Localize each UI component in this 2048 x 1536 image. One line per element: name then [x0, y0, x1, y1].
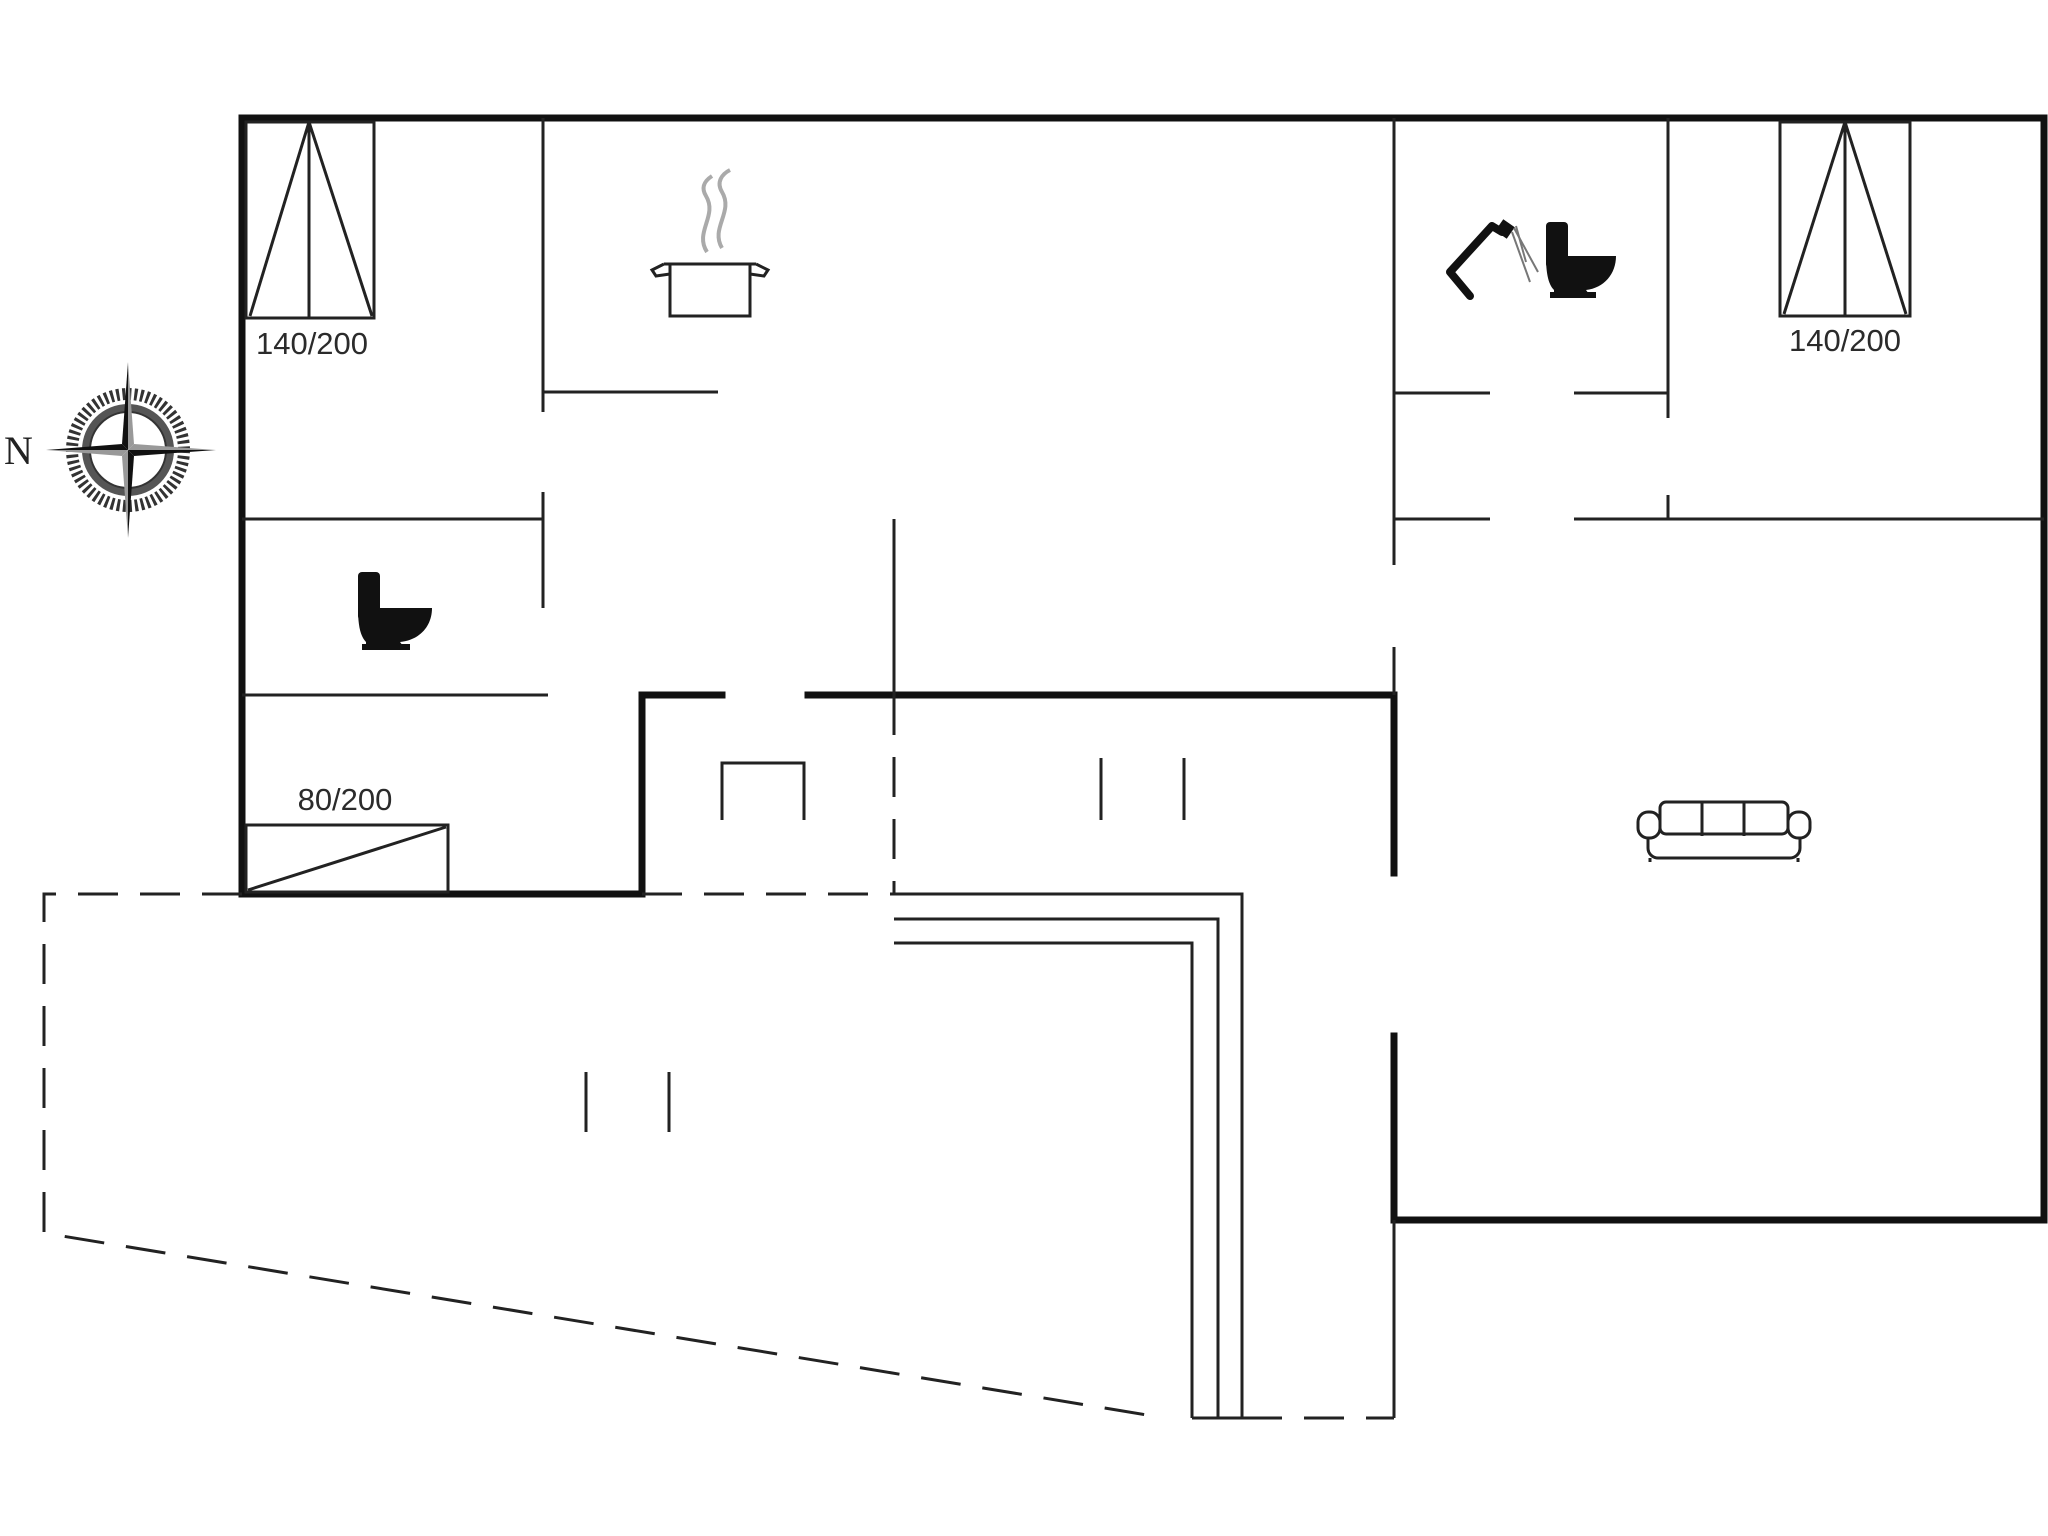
bed-size-label-single: 80/200: [298, 782, 393, 817]
door-stubs: [584, 758, 1186, 1132]
compass-rose: [46, 362, 216, 538]
single-bed: [244, 823, 450, 894]
double-bed-left: [244, 120, 376, 320]
terrace-outline: [42, 695, 1394, 1420]
toilet-icon: [358, 572, 432, 650]
sofa-icon: [1636, 800, 1812, 862]
exterior-walls: [238, 114, 2048, 1224]
bed-size-label-left: 140/200: [256, 326, 368, 361]
shower-icon: [1446, 219, 1539, 300]
toilet-icon: [1546, 222, 1616, 298]
stair-ramp: [894, 892, 1244, 1420]
bed-size-label-right: 140/200: [1789, 323, 1901, 358]
interior-walls: [242, 118, 2044, 1418]
cooking-pot-icon: [649, 168, 771, 318]
double-bed-right: [1778, 120, 1912, 318]
north-label: N: [4, 428, 33, 473]
